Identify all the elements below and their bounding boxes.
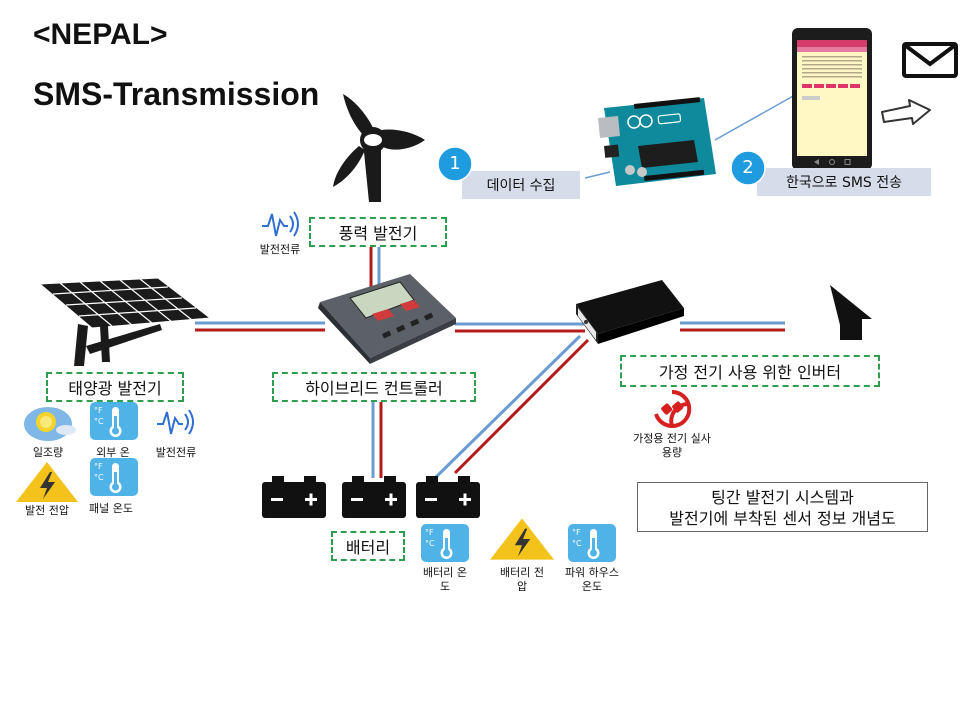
caption-line-2: 발전기에 부착된 센서 정보 개념도 [669, 509, 896, 528]
svg-text:°F: °F [572, 528, 581, 537]
irradiance-label: 일조량 [32, 446, 64, 459]
battery-icon [342, 476, 406, 518]
household-usage-label: 가정용 전기 실사용량 [630, 432, 714, 460]
step-1-number: 1 [449, 153, 461, 174]
solar-current-label: 발전전류 [155, 446, 197, 459]
hybrid-controller-label: 하이브리드 컨트롤러 [272, 372, 476, 402]
outside-temp-label: 외부 온 [96, 446, 130, 459]
house-icon [830, 285, 872, 340]
svg-text:°C: °C [94, 473, 104, 482]
inverter-label: 가정 전기 사용 위한 인버터 [620, 355, 880, 387]
current-wave-icon [262, 211, 299, 237]
thermometer-icon: °F °C [90, 402, 138, 440]
thermometer-icon: °F °C [568, 524, 616, 562]
mail-icon [902, 42, 958, 78]
current-wave-icon [157, 409, 194, 435]
voltage-icon [16, 462, 78, 502]
inverter-icon [576, 280, 684, 344]
battery-label: 배터리 [331, 531, 405, 561]
svg-text:°C: °C [94, 417, 104, 426]
gen-voltage-label: 발전 전압 [25, 504, 69, 517]
voltage-icon [490, 518, 554, 560]
solar-generator-label: 태양광 발전기 [46, 372, 184, 402]
battery-temp-label: 배터리 온도 [423, 566, 467, 593]
svg-text:°C: °C [572, 539, 582, 548]
wind-current-label: 발전전류 [259, 243, 301, 256]
thermometer-icon: °F °C [421, 524, 469, 562]
battery-icon [262, 476, 326, 518]
svg-text:°F: °F [94, 462, 103, 471]
wind-turbine-icon [333, 94, 425, 202]
step-2-number: 2 [742, 157, 754, 178]
powerhouse-temp-label: 파워 하우스 온도 [564, 566, 620, 593]
sun-icon [24, 407, 76, 441]
step-2-badge [730, 150, 766, 186]
wind-generator-label: 풍력 발전기 [309, 217, 447, 247]
battery-icon [416, 476, 480, 518]
caption-line-1: 팅간 발전기 시스템과 [711, 488, 854, 507]
hybrid-controller-icon [318, 274, 456, 364]
power-plug-icon [654, 389, 692, 428]
svg-text:°F: °F [425, 528, 434, 537]
arduino-board-icon [598, 97, 716, 186]
household-usage-text: 가정용 전기 실사용량 [633, 432, 711, 459]
step-2-label: 한국으로 SMS 전송 [757, 168, 931, 196]
smartphone-icon [792, 28, 872, 170]
step-1-label: 데이터 수집 [462, 171, 580, 199]
thermometer-icon: °F °C [90, 458, 138, 496]
send-arrow-icon [881, 99, 931, 125]
solar-panel-icon [38, 277, 212, 366]
page-title: SMS-Transmission [33, 76, 320, 112]
country-title: <NEPAL> [33, 18, 168, 51]
panel-temp-label: 패널 온도 [89, 502, 133, 515]
svg-text:°F: °F [94, 406, 103, 415]
battery-voltage-label: 배터리 전압 [500, 566, 544, 593]
caption-box: 팅간 발전기 시스템과 발전기에 부착된 센서 정보 개념도 [637, 482, 928, 532]
step-1-badge [437, 146, 473, 182]
svg-text:°C: °C [425, 539, 435, 548]
